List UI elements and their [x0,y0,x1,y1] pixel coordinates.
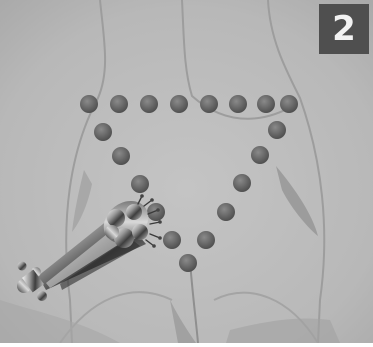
marker-dot [229,95,247,113]
marker-dot [251,146,269,164]
marker-dot [131,175,149,193]
marker-dot [110,95,128,113]
marker-dot [197,231,215,249]
marker-dot [112,147,130,165]
marker-dot [268,121,286,139]
marker-dot [140,95,158,113]
marker-dot [163,231,181,249]
marker-dot [147,203,165,221]
marker-dot [280,95,298,113]
marker-dot [179,254,197,272]
marker-dot [217,203,235,221]
panel-number-label: 2 [319,4,369,54]
marker-dot [233,174,251,192]
marker-dot [80,95,98,113]
marker-dot [170,95,188,113]
marker-dot [200,95,218,113]
marker-dot [94,123,112,141]
marker-dot [257,95,275,113]
